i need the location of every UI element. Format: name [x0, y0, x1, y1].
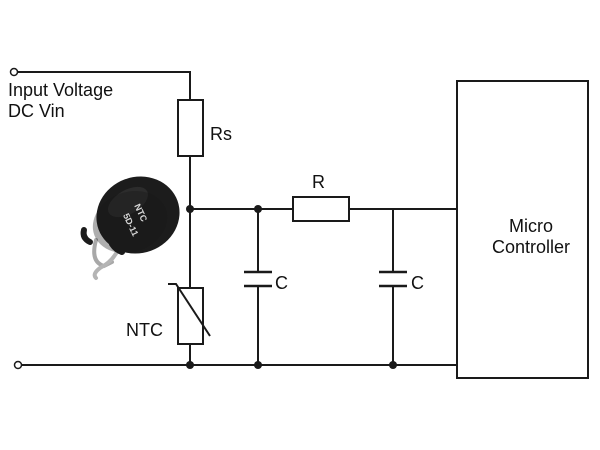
ntc-thermistor-photo: NTC 5D-11 — [80, 176, 180, 280]
mcu-label-line1: Micro — [509, 216, 553, 236]
mcu-label-line2: Controller — [492, 237, 570, 257]
dc-vin-label: DC Vin — [8, 101, 65, 121]
rs-label: Rs — [210, 124, 232, 144]
ntc-thermistor-symbol — [177, 287, 204, 345]
terminal-input-top — [9, 67, 19, 77]
terminal-input-bottom — [13, 360, 23, 370]
wire-input-top — [14, 71, 191, 100]
r-label: R — [312, 172, 325, 192]
c2-label: C — [411, 273, 424, 293]
input-voltage-label: Input Voltage — [8, 80, 113, 100]
resistor-r — [292, 196, 350, 222]
resistor-rs — [177, 99, 204, 157]
ntc-diagonal — [168, 283, 211, 337]
ntc-label: NTC — [126, 320, 163, 340]
junction-dot — [389, 361, 397, 369]
junction-dot — [254, 205, 262, 213]
junction-dot — [254, 361, 262, 369]
c1-label: C — [275, 273, 288, 293]
microcontroller-box — [456, 80, 589, 379]
junction-dot — [186, 361, 194, 369]
junction-dot — [186, 205, 194, 213]
